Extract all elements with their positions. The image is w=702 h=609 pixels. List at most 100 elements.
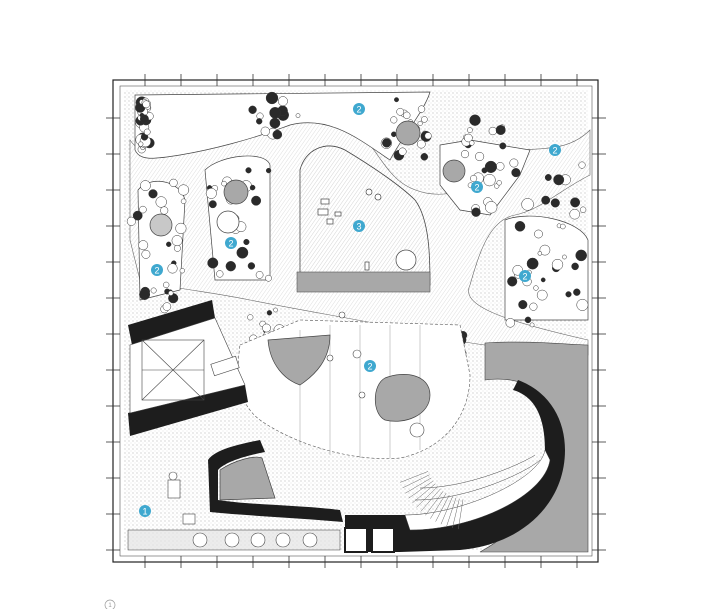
tree-canopy	[467, 127, 473, 133]
marker-label: 2	[552, 146, 557, 156]
tree-canopy	[236, 246, 249, 259]
tree-canopy	[205, 187, 217, 199]
tree-canopy	[247, 314, 254, 321]
tree-canopy	[484, 160, 497, 173]
tree-canopy	[553, 174, 565, 186]
tree-canopy	[262, 323, 271, 333]
tree-canopy	[469, 114, 481, 126]
tree-canopy	[163, 281, 170, 289]
tree-canopy	[295, 113, 301, 118]
tree-canopy	[565, 291, 572, 298]
tree-canopy	[216, 270, 224, 278]
tree-canopy	[148, 189, 158, 199]
tree-canopy	[207, 257, 219, 269]
marker-label: 1	[142, 507, 147, 517]
tree-canopy	[509, 158, 519, 168]
marker-label: 2	[367, 362, 372, 372]
tree-canopy	[243, 238, 250, 246]
tree-canopy	[390, 116, 398, 124]
tree-canopy	[160, 206, 169, 215]
marker-2-east: 2	[519, 270, 531, 282]
tree-canopy	[138, 240, 149, 251]
tree-canopy	[571, 262, 579, 271]
tree-canopy	[273, 307, 278, 313]
tree-canopy	[168, 290, 174, 296]
tree-canopy	[225, 261, 236, 272]
tree-canopy	[177, 184, 190, 196]
tree-canopy	[269, 107, 281, 119]
tree-canopy	[496, 180, 502, 186]
tree-canopy	[511, 168, 521, 178]
tree-canopy	[483, 173, 496, 187]
tree-canopy	[464, 133, 473, 143]
tree-canopy	[155, 196, 167, 208]
tree-canopy	[524, 316, 532, 324]
tree-canopy	[416, 139, 426, 149]
tree-canopy	[171, 235, 183, 247]
tree-canopy	[488, 126, 497, 136]
curved-building	[344, 341, 589, 553]
tree-canopy	[265, 274, 272, 282]
legend: 1	[104, 599, 116, 609]
marker-label: 3	[356, 222, 361, 232]
tree-canopy	[471, 207, 481, 217]
tree-canopy	[529, 302, 538, 311]
tree-canopy	[570, 197, 581, 208]
marker-2-top: 2	[353, 103, 365, 115]
tree-canopy	[245, 167, 252, 174]
tree-canopy	[265, 91, 279, 105]
marker-label: 2	[474, 183, 479, 193]
legend-item-number: 1	[108, 603, 112, 609]
tree-canopy	[272, 129, 283, 140]
tree-canopy	[256, 118, 263, 125]
tree-canopy	[391, 131, 397, 138]
tree-canopy	[140, 180, 151, 191]
tree-canopy	[394, 97, 399, 103]
tree-canopy	[540, 277, 546, 283]
tree-canopy	[470, 174, 478, 183]
tree-canopy	[562, 254, 567, 260]
tree-canopy	[578, 161, 586, 169]
tree-canopy	[139, 114, 149, 124]
tree-canopy	[569, 208, 580, 220]
tree-canopy	[533, 285, 539, 291]
building-walls	[128, 300, 248, 436]
tree-canopy	[575, 249, 587, 262]
tree-canopy	[132, 210, 143, 221]
tree-canopy	[537, 251, 543, 256]
tree-canopy	[173, 244, 181, 252]
tree-canopy	[573, 288, 581, 296]
tree-canopy	[175, 222, 187, 234]
tree-canopy	[139, 289, 151, 300]
tree-canopy	[539, 244, 551, 256]
tree-canopy	[505, 318, 516, 328]
tree-canopy	[221, 180, 227, 187]
marker-circle	[549, 144, 561, 156]
tree-canopy	[424, 132, 432, 140]
tree-canopy	[499, 142, 507, 150]
tree-canopy	[541, 195, 551, 205]
tree-canopy	[403, 111, 411, 119]
tree-canopy	[141, 249, 151, 259]
marker-label: 2	[154, 266, 159, 276]
tree-canopy	[265, 167, 272, 174]
tree-canopy	[495, 162, 505, 171]
ramp-steps	[400, 471, 464, 530]
tree-canopy	[398, 147, 407, 156]
tree-canopy	[550, 198, 560, 208]
marker-3: 3	[353, 220, 365, 232]
tree-canopy	[167, 263, 178, 274]
marker-circle	[151, 264, 163, 276]
tree-canopy	[162, 302, 172, 311]
central-plaza	[296, 145, 431, 293]
marker-2-west: 2	[151, 264, 163, 276]
tree-canopy	[247, 262, 256, 270]
tree-canopy	[126, 216, 136, 226]
tree-canopy	[417, 105, 426, 113]
tree-canopy	[579, 206, 587, 213]
tree-canopy	[266, 310, 273, 316]
tree-canopy	[460, 150, 470, 159]
tree-canopy	[169, 178, 178, 188]
tree-canopy	[142, 100, 151, 109]
